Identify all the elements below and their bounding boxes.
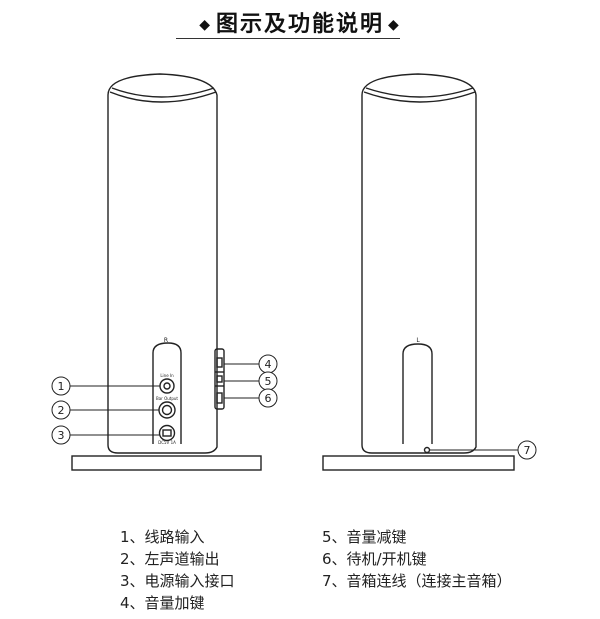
- callout-number-2: 2: [58, 404, 65, 417]
- speaker-right-body: [107, 73, 218, 454]
- speaker-left-body: [361, 73, 477, 454]
- callout-circle-1: [51, 376, 71, 396]
- diamond-icon: ◆: [388, 17, 401, 33]
- speaker-right: [71, 73, 262, 471]
- speaker-left-top-edge: [363, 91, 476, 103]
- callout-circle-6: [258, 388, 278, 408]
- legend-item-5: 5、音量减键: [322, 528, 407, 546]
- speaker-right-top-edge: [109, 91, 217, 103]
- speaker-left-base: [322, 455, 515, 471]
- callout-number-7: 7: [524, 444, 531, 457]
- dc-power-jack: [158, 424, 176, 442]
- callout-circle-7: [517, 440, 537, 460]
- legend-item-2: 2、左声道输出: [120, 550, 220, 568]
- callout-circle-2: [51, 400, 71, 420]
- volume-down-button: [216, 375, 223, 383]
- diamond-icon: ◆: [199, 17, 212, 33]
- legend-item-4: 4、音量加键: [120, 594, 205, 612]
- callout-number-3: 3: [58, 429, 65, 442]
- callout-number-4: 4: [265, 358, 272, 371]
- volume-up-button: [216, 357, 223, 368]
- speaker-left-label: L: [416, 337, 420, 344]
- title-text: 图示及功能说明: [215, 12, 384, 37]
- legend-item-6: 6、待机/开机键: [322, 550, 427, 568]
- speaker-right-top-edge: [111, 87, 215, 98]
- speaker-left: [322, 73, 515, 471]
- legend-item-3: 3、电源输入接口: [120, 572, 235, 590]
- jack-label-bar-output: Bar Output: [156, 396, 178, 401]
- speaker-left-top-edge: [365, 87, 474, 98]
- speaker-left-cutout: [402, 343, 433, 444]
- callout-number-5: 5: [265, 375, 272, 388]
- button-panel: [214, 348, 225, 410]
- legend-item-1: 1、线路输入: [120, 528, 205, 546]
- speaker-right-label: R: [164, 337, 168, 344]
- callout-number-1: 1: [58, 380, 65, 393]
- speaker-right-base: [71, 455, 262, 471]
- speaker-diagram: R Line In Bar Output DC5V 1A L 1 2 3 4 5: [51, 73, 537, 471]
- title-underline: [176, 38, 400, 39]
- standby-power-button: [216, 392, 223, 404]
- legend-left: 1、线路输入 2、左声道输出 3、电源输入接口 4、音量加键: [120, 526, 235, 614]
- page-title: ◆图示及功能说明◆: [0, 6, 600, 38]
- jack-label-dc: DC5V 1A: [158, 440, 176, 445]
- callout-number-6: 6: [265, 392, 272, 405]
- speaker-cable-port: [423, 446, 431, 454]
- line-in-jack: [159, 378, 175, 394]
- callout-circle-3: [51, 425, 71, 445]
- legend-right: 5、音量减键 6、待机/开机键 7、音箱连线（连接主音箱）: [322, 526, 512, 592]
- leader-lines-right: [70, 363, 259, 436]
- speaker-right-cutout: [152, 342, 182, 444]
- legend-item-7: 7、音箱连线（连接主音箱）: [322, 572, 512, 590]
- bar-output-jack: [158, 401, 176, 419]
- jack-label-line-in: Line In: [160, 373, 174, 378]
